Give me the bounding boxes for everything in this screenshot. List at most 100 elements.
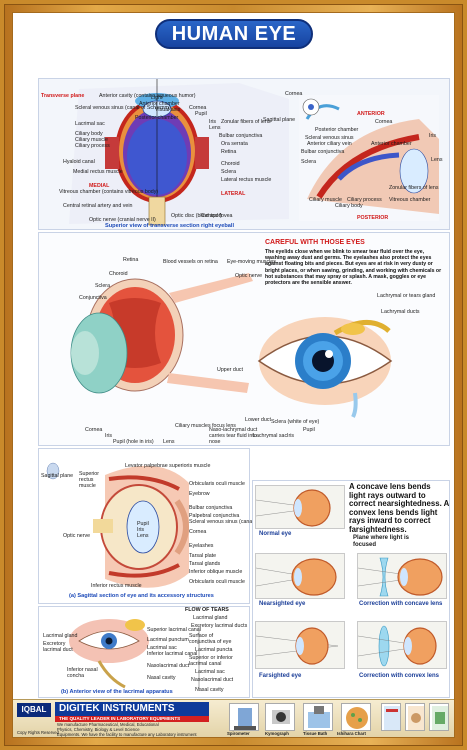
p3-label-sagittal-plane: Sagittal plane: [41, 473, 74, 479]
footer-line-3: Equipments. We have the facility to manu…: [57, 732, 197, 737]
lateral-label: LATERAL: [221, 191, 246, 197]
right-label-sclera: Sclera: [301, 159, 317, 165]
label-scleral-sinus: Scleral venous sinus (canal of Schlemm): [75, 105, 171, 111]
p2-label-retina: Retina: [123, 257, 139, 263]
transverse-caption: Superior view of transverse section righ…: [105, 223, 235, 229]
label-choroid: Choroid: [221, 161, 240, 167]
p3-label-bulbar: Bulbar conjunctiva: [189, 505, 233, 511]
label-posterior-chamber: Posterior chamber: [135, 115, 179, 121]
right-label-posterior-chamber: Posterior chamber: [315, 127, 359, 133]
caption-farsighted: Farsighted eye: [259, 673, 302, 679]
copyright: Copy Rights Reserved: [17, 730, 59, 735]
product-tissue-bath-label: Tissue Bath: [303, 731, 328, 736]
transverse-eyeball-illustration: [39, 79, 449, 229]
label-ora-serrata: Ora serrata: [221, 141, 248, 147]
p2-label-sclera: Sclera: [95, 283, 111, 289]
sagittal-section-illustration: [39, 449, 249, 603]
panel-sagittal-section: Sagittal plane Superior rectus muscle Op…: [39, 449, 285, 603]
panel-lens-correction: A concave lens bends light rays outward …: [253, 481, 449, 697]
sagittal-caption: (a) Sagittal section of eye and its acce…: [69, 593, 214, 599]
p3-label-scleral-sinus: Scleral venous sinus (canal of Schlemm): [189, 519, 285, 525]
page-title: HUMAN EYE: [155, 19, 313, 49]
p3-label-inferior-oblique: Inferior oblique muscle: [189, 569, 243, 575]
flow-step-1: Lacrimal gland: [193, 615, 228, 621]
product-chart-thumb-2: [405, 703, 425, 731]
right-label-iris: Iris: [429, 133, 437, 139]
p3-label-inferior-rectus: Inferior rectus muscle: [91, 583, 142, 589]
caption-convex: Correction with convex lens: [359, 673, 440, 679]
right-label-vitreous: Vitreous chamber: [389, 197, 431, 203]
caption-nearsighted: Nearsighted eye: [259, 601, 306, 607]
product-kymograph-image: [265, 703, 295, 731]
p3-label-orbicularis-top: Orbicularis oculi muscle: [189, 481, 245, 487]
p3-label-eyelashes: Eyelashes: [189, 543, 214, 549]
label-cornea: Cornea: [189, 105, 207, 111]
poster: HUMAN EYE Transverse plane Anterior: [12, 12, 455, 738]
normal-eye-box: [255, 485, 345, 529]
panel-careful-with-eyes: CAREFUL WITH THOSE EYES The eyelids clos…: [39, 233, 449, 445]
p3-label-optic-nerve: Optic nerve: [63, 533, 91, 539]
p2-label-upper-duct: Upper duct: [217, 367, 243, 373]
label-optic-nerve: Optic nerve (cranial nerve II): [89, 217, 156, 223]
flow-step-6: Lacrimal sac: [195, 669, 225, 675]
label-sclera: Sclera: [221, 169, 237, 175]
p4-label-excretory-duct: Excretory lacrimal duct: [43, 641, 73, 653]
medial-label: MEDIAL: [89, 183, 110, 189]
product-tissue-bath-image: [303, 703, 333, 731]
p2-label-lachrymal-ducts: Lachrymal ducts: [381, 309, 420, 315]
farsighted-eye-box: [255, 621, 345, 669]
label-retina: Retina: [221, 149, 237, 155]
p2-label-lachrymal-sac: Lachrymal sac: [253, 433, 288, 439]
careful-heading: CAREFUL WITH THOSE EYES: [265, 239, 365, 246]
posterior-label: POSTERIOR: [357, 215, 389, 221]
p4-label-lacrimal-gland: Lacrimal gland: [43, 633, 78, 639]
label-anterior-cavity: Anterior cavity (contains aqueous humor): [99, 93, 196, 99]
p3-inner-pupil: Pupil: [137, 521, 149, 527]
p2-label-eye-moving: Eye-moving muscles: [227, 259, 276, 265]
flow-step-4: Lacrimal puncta: [195, 647, 233, 653]
right-label-scleral-sinus: Scleral venous sinus: [305, 135, 354, 141]
p4-label-sac: Lacrimal sac: [147, 645, 177, 651]
right-label-ciliary-vein: Anterior ciliary vein: [307, 141, 352, 147]
brand-tagline: THE QUALITY LEADER IN LABORATORY EQUIPME…: [55, 716, 209, 722]
product-spirometer-label: Spirometer: [227, 731, 250, 736]
right-label-ciliary-process: Ciliary process: [347, 197, 382, 203]
brand-logo: IQBAL: [17, 703, 51, 717]
p3-label-eyebrow: Eyebrow: [189, 491, 210, 497]
label-anterior-chamber: Anterior chamber: [139, 101, 180, 107]
label-lens: Lens: [209, 125, 221, 131]
flow-step-8: Nasal cavity: [195, 687, 224, 693]
right-label-bulbar-conjunctiva: Bulbar conjunctiva: [301, 149, 345, 155]
caption-normal-eye: Normal eye: [259, 531, 292, 537]
p2-label-lens: Lens: [163, 439, 175, 445]
p2-label-pupil-hole: Pupil (hole in iris): [113, 439, 154, 445]
p2-label-choroid: Choroid: [109, 271, 128, 277]
right-label-cornea-small: Cornea: [285, 91, 303, 97]
brand-name: DIGITEK INSTRUMENTS: [55, 702, 209, 716]
label-ciliary-muscle: Ciliary muscle: [75, 137, 108, 143]
p4-label-nasal-concha: Inferior nasal concha: [67, 667, 98, 679]
transverse-plane-label: Transverse plane: [41, 93, 85, 99]
p3-label-orbicularis-bottom: Orbicularis oculi muscle: [189, 579, 245, 585]
footer-line-1: We manufacture Pharmaceutical, Medical, …: [57, 722, 159, 727]
eye-anatomy-illustration: [39, 233, 449, 445]
right-label-cornea: Cornea: [375, 119, 393, 125]
careful-paragraph: The eyelids close when we blink to smear…: [265, 249, 442, 287]
label-central-retinal: Central retinal artery and vein: [63, 203, 133, 209]
p4-label-nasal-cavity: Nasal cavity: [147, 675, 176, 681]
label-pupil: Pupil: [195, 111, 207, 117]
lacrimal-apparatus-illustration: [39, 607, 249, 697]
p3-label-levator: Levator palpebrae superioris muscle: [125, 463, 211, 469]
label-iris: Iris: [209, 119, 217, 125]
flow-step-7: Nasolacrimal duct: [191, 677, 234, 683]
p4-label-punctum: Lacrimal punctum: [147, 637, 189, 643]
p2-label-naso-lachrymal: Naso-lachrymal duct carries tear fluid i…: [209, 427, 258, 445]
footer: IQBAL DIGITEK INSTRUMENTS THE QUALITY LE…: [13, 699, 454, 737]
label-light: Light: [151, 95, 163, 101]
right-label-lens: Lens: [431, 157, 443, 163]
p4-label-inferior-canal: Inferior lacrimal canal: [147, 651, 198, 657]
product-ishihara-image: [341, 703, 371, 731]
lens-note: A concave lens bends light rays outward …: [349, 482, 449, 534]
p3-inner-lens: Lens: [137, 533, 149, 539]
product-spirometer-image: [229, 703, 259, 731]
